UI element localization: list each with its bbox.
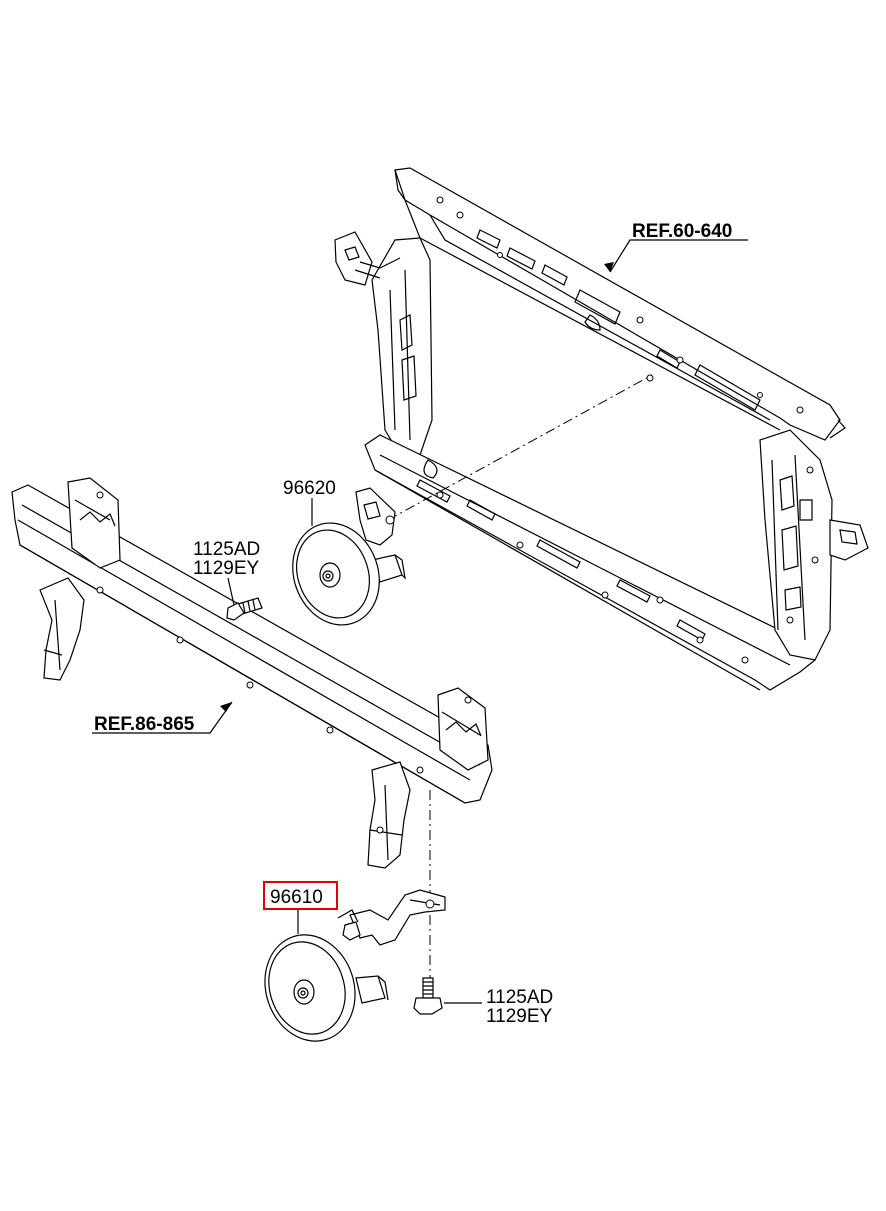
label-ref-beam: REF.86-865 [94,714,195,735]
labels: REF.60-640 REF.86-865 96620 1125AD 1129E… [94,221,732,1027]
upper-horn [292,487,406,626]
front-bumper-beam [11,477,493,869]
radiator-support-frame [334,167,869,691]
highlight-box [263,881,338,910]
alignment-lines [387,374,653,985]
lower-horn [264,889,446,1042]
label-horn-lower-part: 96610 [270,887,323,908]
label-bolt-lower-line1: 1125AD [486,987,553,1008]
label-bolt-lower-line2: 1129EY [486,1006,553,1027]
label-bolt-upper-line1: 1125AD [193,539,260,560]
label-bolt-upper-line2: 1129EY [193,558,260,579]
lower-bolt [413,977,443,1015]
leader-lines [92,239,748,1004]
label-horn-upper-part: 96620 [283,478,336,499]
upper-bolt [226,597,263,621]
label-ref-upper: REF.60-640 [632,221,732,242]
